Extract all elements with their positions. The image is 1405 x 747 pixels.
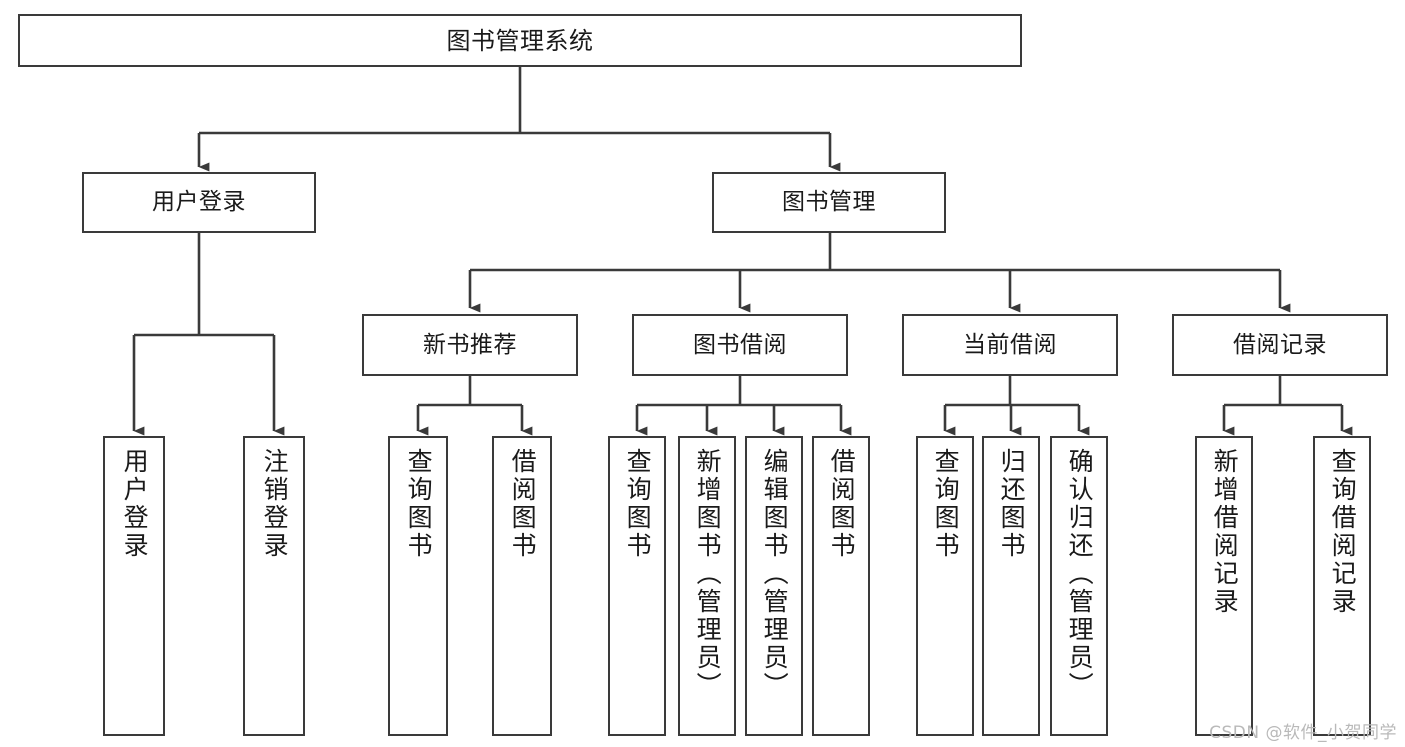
node-label: 用户登录 xyxy=(120,448,150,560)
node-current-borrowing[interactable]: 当前借阅 xyxy=(902,314,1118,376)
leaf-borrow-record-add-record[interactable]: 新增借阅记录 xyxy=(1195,436,1253,736)
node-label: 新增借阅记录 xyxy=(1210,448,1240,616)
leaf-book-borrow-edit-book-admin[interactable]: 编辑图书（管理员） xyxy=(745,436,803,736)
node-label: 借阅图书 xyxy=(508,448,538,560)
node-label: 编辑图书（管理员） xyxy=(760,448,790,700)
node-label: 归还图书 xyxy=(997,448,1027,560)
leaf-book-borrow-add-book-admin[interactable]: 新增图书（管理员） xyxy=(678,436,736,736)
node-label: 借阅图书 xyxy=(827,448,857,560)
node-book-borrowing[interactable]: 图书借阅 xyxy=(632,314,848,376)
node-user-login[interactable]: 用户登录 xyxy=(82,172,316,233)
node-label: 用户登录 xyxy=(152,189,246,215)
leaf-current-borrow-return-books[interactable]: 归还图书 xyxy=(982,436,1040,736)
node-label: 查询图书 xyxy=(404,448,434,560)
node-label: 查询图书 xyxy=(931,448,961,560)
node-new-book-recommendation[interactable]: 新书推荐 xyxy=(362,314,578,376)
node-label: 借阅记录 xyxy=(1233,331,1327,358)
leaf-book-borrow-query-books[interactable]: 查询图书 xyxy=(608,436,666,736)
node-label: 当前借阅 xyxy=(963,331,1057,358)
node-book-management[interactable]: 图书管理 xyxy=(712,172,946,233)
leaf-user-login-sign-in[interactable]: 用户登录 xyxy=(103,436,165,736)
node-label: 注销登录 xyxy=(260,448,290,560)
leaf-book-borrow-borrow-books[interactable]: 借阅图书 xyxy=(812,436,870,736)
leaf-new-book-query-books[interactable]: 查询图书 xyxy=(388,436,448,736)
node-label: 查询借阅记录 xyxy=(1328,448,1358,616)
node-borrowing-records[interactable]: 借阅记录 xyxy=(1172,314,1388,376)
leaf-borrow-record-query-record[interactable]: 查询借阅记录 xyxy=(1313,436,1371,736)
node-label: 新书推荐 xyxy=(423,331,517,358)
node-label: 图书管理系统 xyxy=(446,26,594,55)
node-label: 新增图书（管理员） xyxy=(693,448,723,700)
node-label: 查询图书 xyxy=(623,448,653,560)
node-label: 图书管理 xyxy=(782,189,876,215)
csdn-watermark: CSDN @软件_小贺同学 xyxy=(1209,723,1397,743)
node-root-book-management-system[interactable]: 图书管理系统 xyxy=(18,14,1022,67)
node-label: 图书借阅 xyxy=(693,331,787,358)
leaf-current-borrow-query-books[interactable]: 查询图书 xyxy=(916,436,974,736)
leaf-new-book-borrow-books[interactable]: 借阅图书 xyxy=(492,436,552,736)
leaf-current-borrow-confirm-return-admin[interactable]: 确认归还（管理员） xyxy=(1050,436,1108,736)
node-label: 确认归还（管理员） xyxy=(1065,448,1095,700)
leaf-user-login-sign-out[interactable]: 注销登录 xyxy=(243,436,305,736)
